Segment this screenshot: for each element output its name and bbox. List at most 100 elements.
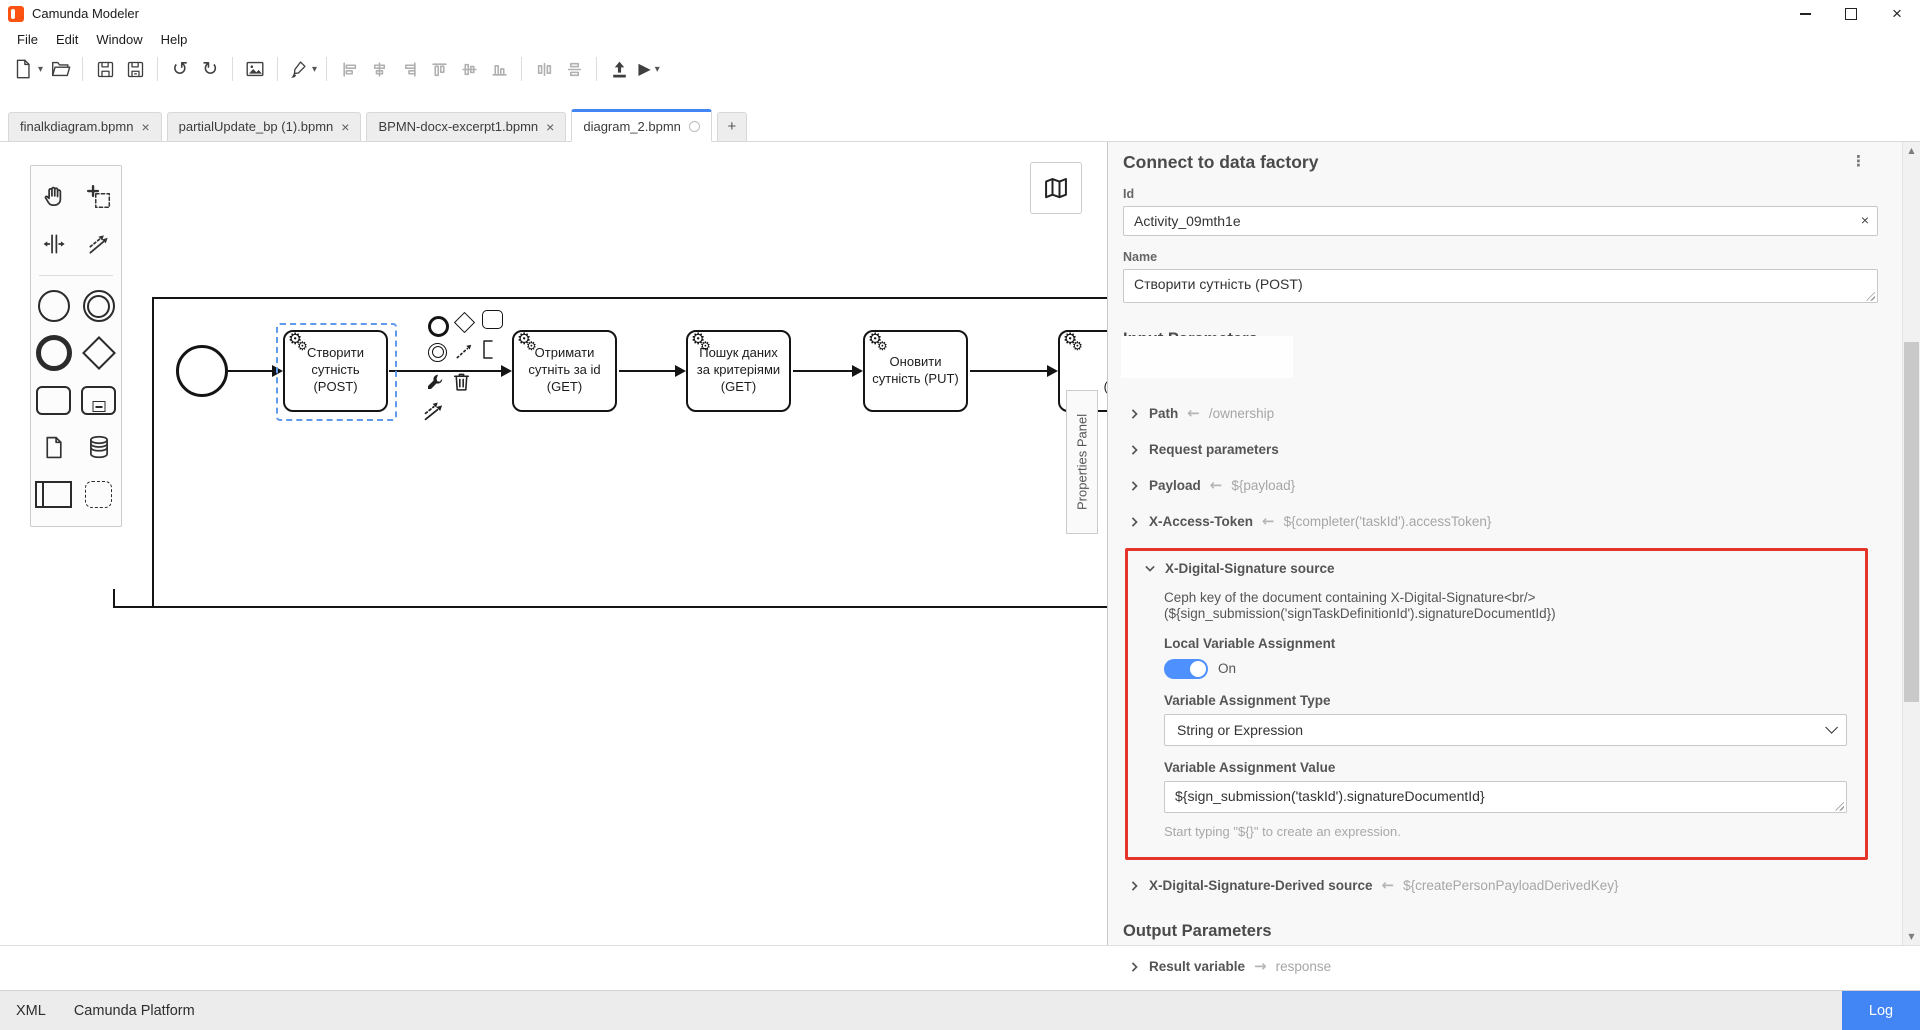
contextpad-append-task[interactable] bbox=[482, 310, 503, 329]
log-button[interactable]: Log bbox=[1842, 991, 1920, 1030]
open-file-button[interactable] bbox=[47, 55, 73, 83]
param-x-digital-signature-derived[interactable]: X-Digital-Signature-Derived source ← ${c… bbox=[1129, 876, 1878, 896]
task-get-entity-by-id[interactable]: ⚙ ⚙ Отримати сутніть за id (GET) bbox=[512, 330, 617, 412]
create-gateway[interactable] bbox=[76, 330, 121, 377]
contextpad-append-intermediate-event[interactable] bbox=[428, 343, 447, 362]
sequence-flow[interactable] bbox=[228, 370, 272, 372]
space-tool[interactable] bbox=[31, 221, 76, 268]
create-data-object[interactable] bbox=[31, 424, 76, 471]
align-center-icon bbox=[371, 61, 388, 78]
task-update-entity[interactable]: ⚙ ⚙ Оновити сутність (PUT) bbox=[863, 330, 968, 412]
kebab-menu-icon[interactable]: ⋮ bbox=[1851, 152, 1866, 170]
create-start-event[interactable] bbox=[31, 283, 76, 330]
undo-button[interactable]: ↺ bbox=[167, 55, 193, 83]
contextpad-delete[interactable] bbox=[451, 370, 472, 394]
menu-window[interactable]: Window bbox=[87, 30, 151, 49]
scroll-down-icon[interactable]: ▼ bbox=[1903, 928, 1920, 945]
align-bottom-button[interactable] bbox=[486, 55, 512, 83]
properties-panel-toggle[interactable]: Properties Panel bbox=[1066, 390, 1098, 534]
output-parameters-title: Output Parameters bbox=[1123, 922, 1878, 941]
lasso-tool[interactable] bbox=[76, 174, 121, 221]
param-result-variable[interactable]: Result variable → response bbox=[1129, 957, 1878, 977]
menu-edit[interactable]: Edit bbox=[47, 30, 87, 49]
menu-file[interactable]: File bbox=[8, 30, 47, 49]
align-middle-button[interactable] bbox=[456, 55, 482, 83]
clear-icon[interactable]: × bbox=[1861, 212, 1869, 228]
bpmn-canvas[interactable]: ⚙ ⚙ Створити сутність (POST) ⚙ ⚙ Отримат… bbox=[0, 142, 1107, 945]
id-input[interactable] bbox=[1123, 206, 1878, 236]
create-group[interactable] bbox=[76, 471, 121, 518]
contextpad-append-gateway[interactable] bbox=[457, 315, 472, 330]
local-variable-assignment-toggle[interactable] bbox=[1164, 659, 1208, 679]
create-task[interactable] bbox=[31, 377, 76, 424]
minimap-toggle-button[interactable] bbox=[1030, 162, 1082, 214]
redo-button[interactable]: ↻ bbox=[197, 55, 223, 83]
tab-bpmn-docx-excerpt[interactable]: BPMN-docx-excerpt1.bpmn × bbox=[366, 112, 566, 142]
create-intermediate-event[interactable] bbox=[76, 283, 121, 330]
hand-tool[interactable] bbox=[31, 174, 76, 221]
start-instance-button[interactable]: ▶ ▾ bbox=[636, 55, 662, 83]
save-as-button[interactable] bbox=[122, 55, 148, 83]
save-button[interactable] bbox=[92, 55, 118, 83]
name-textarea[interactable]: Створити сутність (POST) bbox=[1123, 269, 1878, 303]
create-participant[interactable] bbox=[31, 471, 76, 518]
close-icon: × bbox=[1892, 4, 1902, 24]
contextpad-connect[interactable] bbox=[454, 342, 474, 362]
scroll-up-icon[interactable]: ▲ bbox=[1903, 142, 1920, 159]
hover-highlight bbox=[1121, 336, 1293, 378]
platform-button[interactable]: Camunda Platform bbox=[60, 1003, 209, 1019]
param-x-access-token[interactable]: X-Access-Token ← ${completer('taskId').a… bbox=[1129, 512, 1878, 532]
task-search-by-criteria[interactable]: ⚙ ⚙ Пошук даних за критеріями (GET) bbox=[686, 330, 791, 412]
task-create-entity[interactable]: ⚙ ⚙ Створити сутність (POST) bbox=[283, 330, 388, 412]
sequence-flow[interactable] bbox=[970, 370, 1047, 372]
space-tool-icon bbox=[41, 231, 67, 257]
menu-help[interactable]: Help bbox=[152, 30, 197, 49]
xml-view-button[interactable]: XML bbox=[2, 1003, 60, 1019]
new-file-button[interactable]: ▾ bbox=[12, 55, 43, 83]
minimize-button[interactable] bbox=[1782, 0, 1828, 28]
create-subprocess[interactable] bbox=[76, 377, 121, 424]
scrollbar-thumb[interactable] bbox=[1904, 342, 1919, 702]
new-tab-button[interactable]: + bbox=[717, 112, 747, 142]
create-end-event[interactable] bbox=[31, 330, 76, 377]
create-data-store[interactable] bbox=[76, 424, 121, 471]
tab-partialupdate[interactable]: partialUpdate_bp (1).bpmn × bbox=[167, 112, 362, 142]
variable-assignment-type-select[interactable]: String or Expression bbox=[1164, 714, 1847, 746]
service-task-gear-icon: ⚙ bbox=[1072, 340, 1083, 352]
service-task-gear-icon: ⚙ bbox=[700, 340, 711, 352]
sequence-flow[interactable] bbox=[389, 370, 501, 372]
tab-close-icon[interactable]: × bbox=[341, 120, 349, 134]
sequence-flow[interactable] bbox=[793, 370, 852, 372]
chevron-down-icon: ▾ bbox=[312, 64, 317, 75]
expression-hint: Start typing "${}" to create an expressi… bbox=[1164, 824, 1847, 839]
align-top-button[interactable] bbox=[426, 55, 452, 83]
gateway-icon bbox=[454, 312, 475, 333]
tab-close-icon[interactable]: × bbox=[141, 120, 149, 134]
tab-close-icon[interactable]: × bbox=[546, 120, 554, 134]
contextpad-append-end-event[interactable] bbox=[428, 316, 449, 337]
global-connect-tool[interactable] bbox=[76, 221, 121, 268]
contextpad-change-type[interactable] bbox=[425, 372, 445, 392]
start-event[interactable] bbox=[176, 345, 228, 397]
align-left-button[interactable] bbox=[336, 55, 362, 83]
contextpad-append-text-annotation[interactable] bbox=[479, 338, 495, 362]
close-button[interactable]: × bbox=[1874, 0, 1920, 28]
variable-assignment-value-textarea[interactable]: ${sign_submission('taskId').signatureDoc… bbox=[1164, 781, 1847, 813]
distribute-vertical-button[interactable] bbox=[561, 55, 587, 83]
distribute-horizontal-button[interactable] bbox=[531, 55, 557, 83]
maximize-button[interactable] bbox=[1828, 0, 1874, 28]
align-right-button[interactable] bbox=[396, 55, 422, 83]
param-request-parameters[interactable]: Request parameters bbox=[1129, 440, 1878, 460]
align-center-button[interactable] bbox=[366, 55, 392, 83]
tab-finalkdiagram[interactable]: finalkdiagram.bpmn × bbox=[8, 112, 162, 142]
sequence-flow[interactable] bbox=[619, 370, 675, 372]
param-path[interactable]: Path ← /ownership bbox=[1129, 404, 1878, 424]
export-image-button[interactable] bbox=[242, 55, 268, 83]
format-painter-button[interactable]: ▾ bbox=[287, 55, 317, 83]
param-payload[interactable]: Payload ← ${payload} bbox=[1129, 476, 1878, 496]
param-x-digital-signature-source[interactable]: X-Digital-Signature source bbox=[1144, 561, 1847, 576]
deploy-button[interactable] bbox=[606, 55, 632, 83]
contextpad-connect-flows[interactable] bbox=[422, 398, 448, 424]
tab-diagram-2-active[interactable]: diagram_2.bpmn bbox=[571, 109, 712, 142]
panel-scrollbar[interactable]: ▲ ▼ bbox=[1902, 142, 1920, 945]
